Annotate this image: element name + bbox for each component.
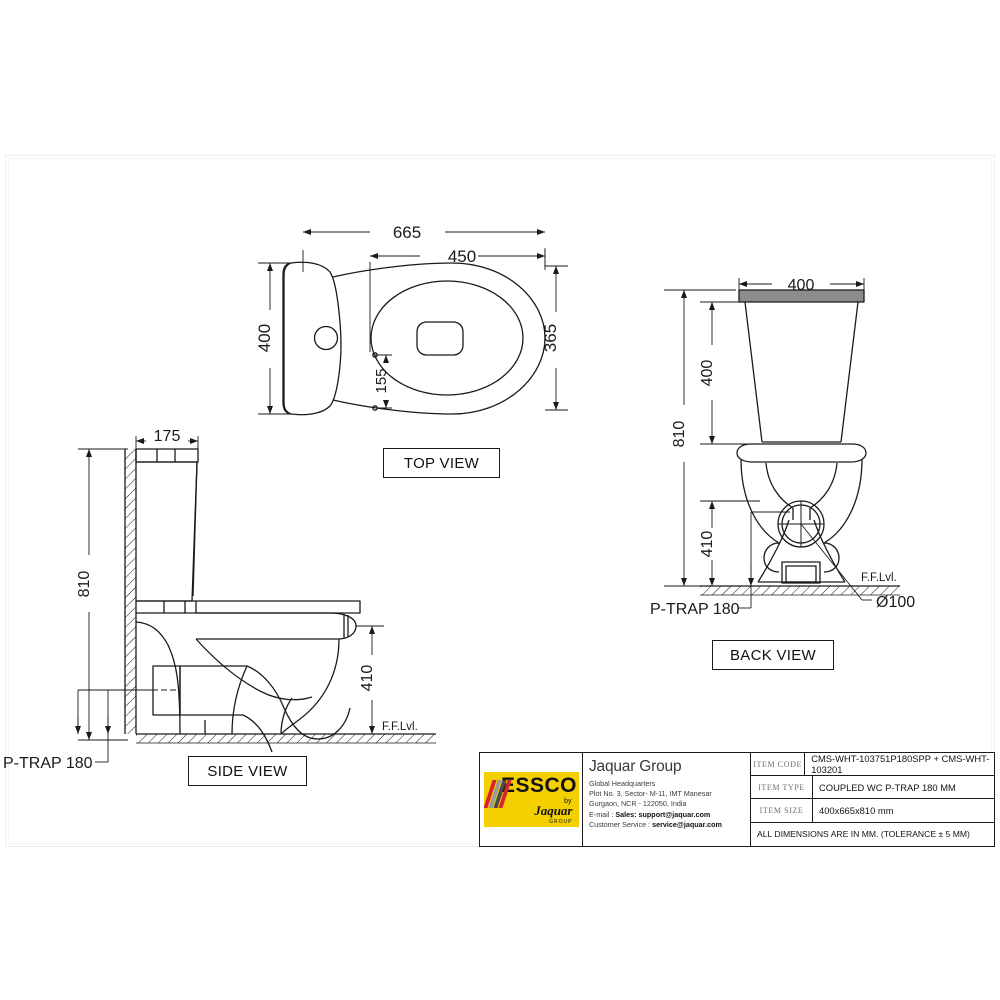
company-name: Jaquar Group bbox=[589, 758, 682, 775]
email-label: E-mail : bbox=[589, 809, 616, 819]
dim-back-810: 810 bbox=[671, 421, 688, 448]
dim-back-400h: 400 bbox=[699, 360, 716, 387]
label-back-outlet: Ø100 bbox=[876, 594, 915, 611]
logo-group-text: GROUP bbox=[549, 818, 573, 825]
logo-parent-text: Jaquar bbox=[534, 802, 573, 818]
logo-by-text: by bbox=[564, 797, 572, 805]
spec-value-item-type: COUPLED WC P-TRAP 180 MM bbox=[819, 781, 956, 793]
view-label-top: TOP VIEW bbox=[383, 448, 500, 478]
spec-row-item-size: ITEM SIZE 400x665x810 mm bbox=[751, 799, 994, 823]
dim-top-450: 450 bbox=[448, 247, 476, 266]
label-back-floor: F.F.Lvl. bbox=[861, 572, 897, 584]
spec-key-item-code: ITEM CODE bbox=[751, 753, 806, 776]
spec-value-item-code: CMS-WHT-103751P180SPP + CMS-WHT-103201 bbox=[811, 753, 990, 776]
service-value[interactable]: service@jaquar.com bbox=[652, 819, 722, 829]
tolerance-note: ALL DIMENSIONS ARE IN MM. (TOLERANCE ± 5… bbox=[757, 829, 970, 840]
address-line-1: Global Headquarters bbox=[589, 779, 656, 788]
spec-key-item-size: ITEM SIZE bbox=[751, 799, 813, 822]
spec-value-item-size: 400x665x810 mm bbox=[819, 804, 894, 816]
email-line: E-mail : Sales: support@jaquar.com bbox=[589, 810, 746, 820]
label-side-floor: F.F.Lvl. bbox=[382, 721, 418, 733]
logo-brand-text: ESSCO bbox=[500, 773, 578, 797]
dim-side-810: 810 bbox=[76, 571, 93, 598]
essco-logo: ESSCO by Jaquar GROUP bbox=[483, 772, 579, 827]
service-label: Customer Service : bbox=[589, 819, 653, 829]
dim-top-155: 155 bbox=[373, 368, 390, 393]
brand-logo-cell: ESSCO by Jaquar GROUP bbox=[480, 753, 583, 846]
address-line-2: Plot No. 3, Sector- M-11, IMT Manesar bbox=[589, 789, 712, 799]
dim-back-410: 410 bbox=[699, 531, 716, 558]
spec-table: ITEM CODE CMS-WHT-103751P180SPP + CMS-WH… bbox=[751, 753, 994, 846]
address-line-3: Gurgaon, NCR - 122050, India bbox=[589, 799, 687, 809]
title-block: ESSCO by Jaquar GROUP Jaquar Group Globa… bbox=[479, 752, 995, 847]
spec-row-item-type: ITEM TYPE COUPLED WC P-TRAP 180 MM bbox=[751, 776, 994, 800]
service-line: Customer Service : service@jaquar.com bbox=[589, 820, 746, 830]
view-label-back: BACK VIEW bbox=[712, 640, 834, 670]
dim-back-400w: 400 bbox=[788, 277, 815, 294]
dim-side-410: 410 bbox=[359, 665, 376, 692]
label-side-ptrap: P-TRAP 180 bbox=[3, 755, 93, 772]
spec-row-item-code: ITEM CODE CMS-WHT-103751P180SPP + CMS-WH… bbox=[751, 753, 994, 777]
dim-top-665: 665 bbox=[393, 223, 421, 242]
spec-key-item-type: ITEM TYPE bbox=[751, 776, 813, 799]
email-value[interactable]: Sales: support@jaquar.com bbox=[615, 809, 711, 819]
logo-stripes-icon bbox=[483, 780, 512, 808]
dim-top-400: 400 bbox=[255, 324, 274, 352]
dim-top-365: 365 bbox=[541, 324, 560, 352]
spec-row-note: ALL DIMENSIONS ARE IN MM. (TOLERANCE ± 5… bbox=[751, 823, 994, 846]
label-back-ptrap: P-TRAP 180 bbox=[650, 601, 740, 618]
view-label-side: SIDE VIEW bbox=[188, 756, 307, 786]
company-address-cell: Jaquar Group Global Headquarters Plot No… bbox=[583, 753, 751, 846]
dim-side-175: 175 bbox=[154, 428, 181, 445]
